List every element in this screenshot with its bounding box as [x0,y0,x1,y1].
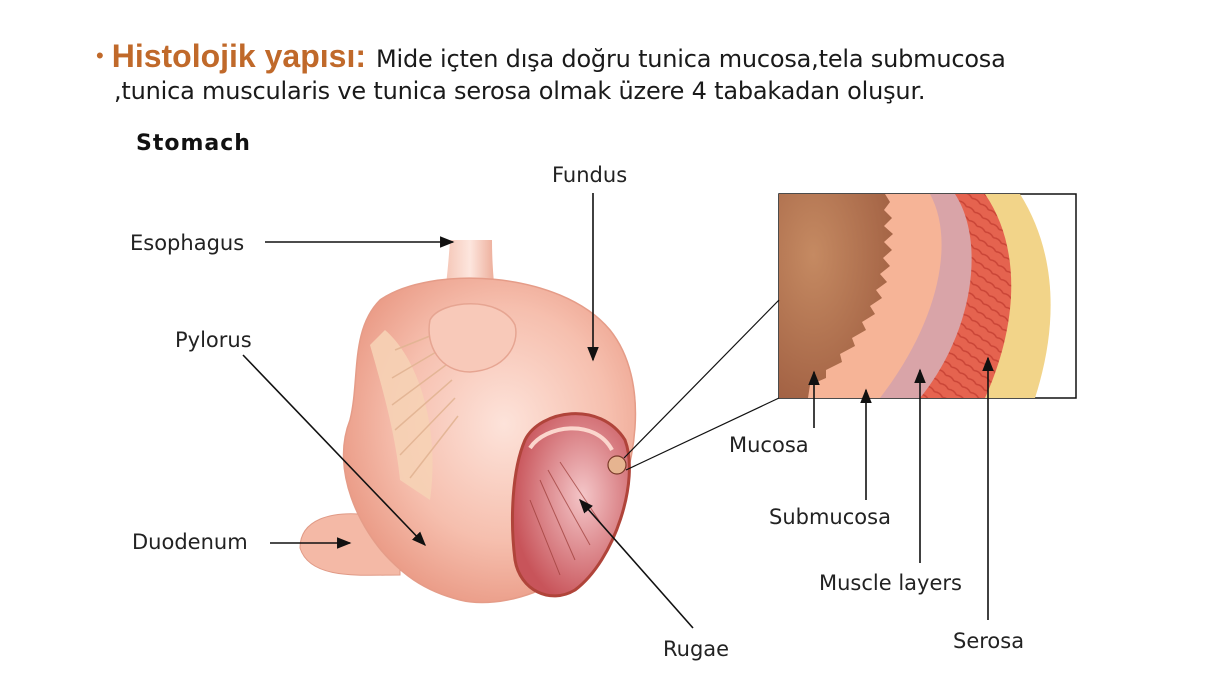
label-duodenum: Duodenum [132,530,248,554]
label-esophagus: Esophagus [130,231,244,255]
text-line-1: • Histolojik yapısı: Mide içten dışa doğ… [96,38,1176,75]
diagram-title: Stomach [136,131,251,156]
stomach-illustration [299,240,637,604]
leader-arrows [242,193,994,629]
label-muscle-layers: Muscle layers [819,571,962,595]
slide-heading: Histolojik yapısı: [111,38,366,74]
label-mucosa: Mucosa [729,433,809,457]
label-fundus: Fundus [552,163,627,187]
label-pylorus: Pylorus [175,328,252,352]
inset-connector [623,299,780,471]
label-submucosa: Submucosa [769,505,891,529]
pylorus-arrow [242,354,426,547]
body-text-line-2: ,tunica muscularis ve tunica serosa olma… [114,77,926,105]
bullet-icon: • [96,43,104,68]
body-text-line-1: Mide içten dışa doğru tunica mucosa,tela… [375,45,1006,73]
wall-layers-inset [778,193,1077,399]
label-rugae: Rugae [663,637,729,661]
slide-text-block: • Histolojik yapısı: Mide içten dışa doğ… [96,38,1176,105]
label-serosa: Serosa [953,629,1024,653]
rugae-arrow [579,498,694,629]
